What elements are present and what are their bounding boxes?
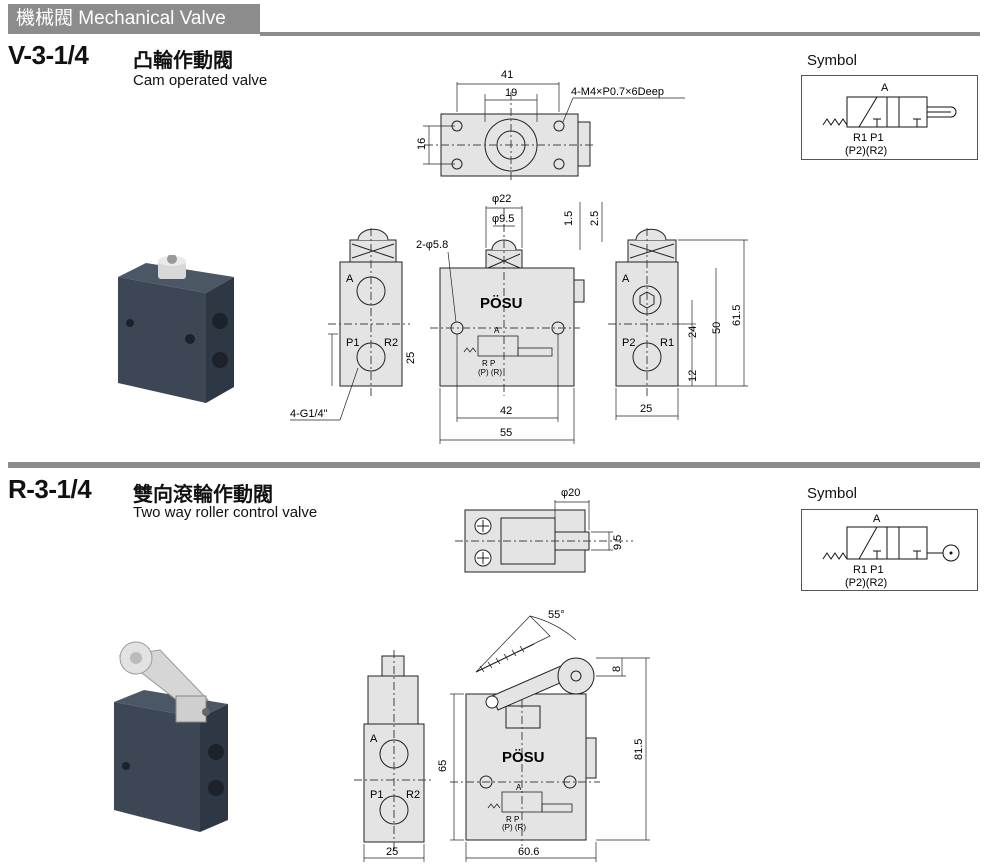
dim-16: 16 [416, 138, 428, 150]
valve-symbol-2: A R1 P1 (P2)(R2) [801, 509, 978, 591]
product-photo-r [114, 641, 228, 832]
symbol-port-r1p1-1: R1 P1 [853, 132, 884, 144]
dim-8: 8 [611, 666, 623, 672]
dim-angle: 55° [548, 609, 565, 621]
dim-65: 65 [437, 760, 449, 772]
dim-55: 55 [500, 427, 512, 439]
symbol-port-r1p1-2: R1 P1 [853, 564, 884, 576]
dim-2-5: 2.5 [589, 211, 601, 226]
port-a-right: A [622, 273, 630, 285]
dim-42: 42 [500, 405, 512, 417]
dim-hole: 2-φ5.8 [416, 239, 448, 251]
port-p1-left: P1 [346, 337, 359, 349]
dim-50: 50 [711, 322, 723, 334]
dim-61-5: 61.5 [731, 305, 743, 326]
dim-25-right: 25 [640, 403, 652, 415]
symbol-port-p2r2-2: (P2)(R2) [845, 577, 887, 589]
dim-thread: 4-M4×P0.7×6Deep [571, 86, 664, 98]
brand-front-2: PÖSU [502, 749, 545, 766]
top-view-drawing-1: 41 19 4-M4×P0.7×6Deep 16 [416, 69, 685, 182]
model-code-1: V-3-1/4 [8, 40, 89, 70]
side-view-drawing-2: A P1 R2 25 [354, 650, 434, 862]
port-r2-r: R2 [406, 789, 420, 801]
section-divider [8, 462, 980, 468]
product-name-cn-2: 雙向滾輪作動閥 [133, 484, 273, 506]
port-a-r: A [370, 733, 378, 745]
symbol-label-2: Symbol [807, 485, 858, 502]
dim-19: 19 [505, 87, 517, 99]
dim-phi95: φ9.5 [492, 213, 514, 225]
symbol-port-a-1: A [881, 82, 889, 94]
mini-symbol-pr: (P) (R) [478, 368, 502, 377]
elevation-views-1: A P1 R2 25 4-G1/4" PÖSU A R P (P) (R) φ2… [290, 193, 748, 444]
dim-60-6: 60.6 [518, 846, 539, 858]
mini-symbol-a-2: A [516, 783, 522, 792]
dim-9-5: 9.5 [612, 535, 624, 550]
mini-symbol-a: A [494, 326, 500, 335]
brand-front: PÖSU [480, 295, 523, 312]
port-r2-left: R2 [384, 337, 398, 349]
dim-41: 41 [501, 69, 513, 81]
symbol-port-a-2: A [873, 513, 881, 525]
product-name-en-2: Two way roller control valve [133, 504, 318, 521]
mini-symbol-pr-2: (P) (R) [502, 823, 526, 832]
port-p1-r: P1 [370, 789, 383, 801]
dim-1-5: 1.5 [563, 211, 575, 226]
dim-25-left: 25 [405, 352, 417, 364]
thread-g14: 4-G1/4" [290, 408, 328, 420]
section-header: 機械閥 Mechanical Valve [8, 4, 260, 34]
port-r1-right: R1 [660, 337, 674, 349]
symbol-label-1: Symbol [807, 52, 858, 69]
symbol-port-p2r2-1: (P2)(R2) [845, 145, 887, 157]
dim-81-5: 81.5 [633, 739, 645, 760]
dim-phi22: φ22 [492, 193, 511, 205]
dim-25-r: 25 [386, 846, 398, 858]
dim-12: 12 [687, 370, 699, 382]
port-a-left: A [346, 273, 354, 285]
front-view-drawing-2: 55° PÖSU A R P (P) (R) 65 81.5 8 60.6 [437, 609, 650, 862]
port-p2-right: P2 [622, 337, 635, 349]
header-rule [260, 32, 980, 36]
dim-phi20: φ20 [561, 487, 580, 499]
top-view-drawing-2: φ20 9.5 [455, 487, 633, 573]
product-name-en-1: Cam operated valve [133, 72, 268, 89]
product-photo-v [118, 255, 234, 403]
valve-symbol-1: A R1 P1 (P2)(R2) [801, 75, 978, 160]
mini-symbol-rp-2: R P [506, 815, 519, 824]
model-code-2: R-3-1/4 [8, 474, 92, 504]
mini-symbol-rp: R P [482, 359, 495, 368]
dim-24: 24 [687, 326, 699, 338]
product-name-cn-1: 凸輪作動閥 [133, 50, 233, 72]
